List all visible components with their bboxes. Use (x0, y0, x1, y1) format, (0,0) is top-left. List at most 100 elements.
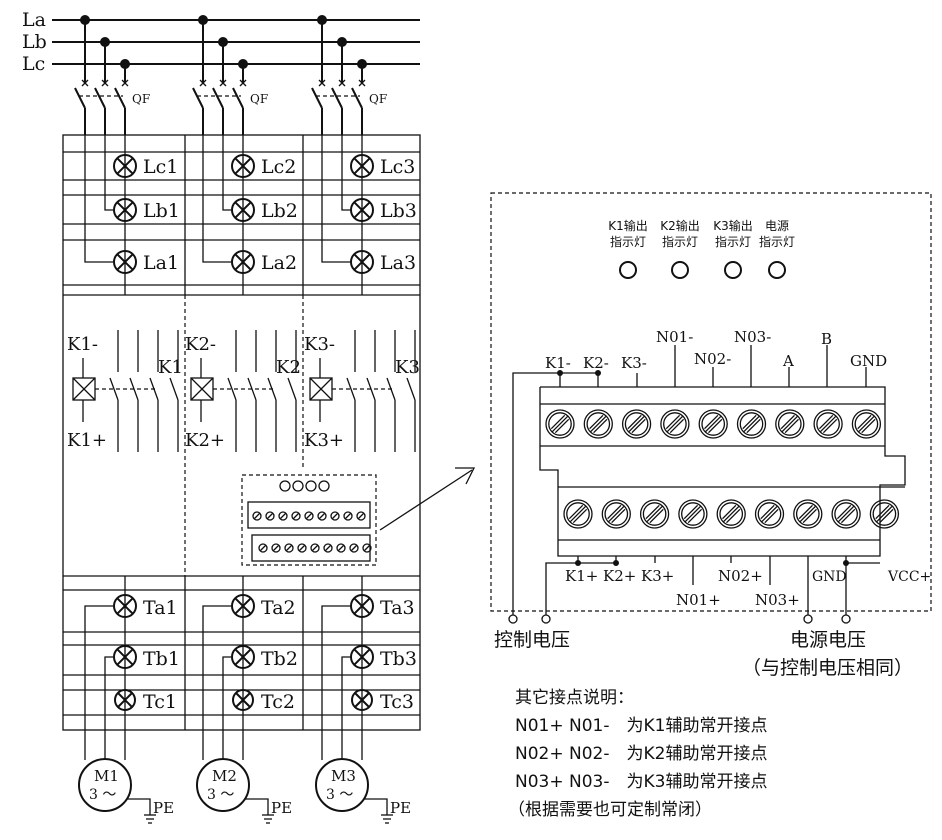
led-icon (768, 261, 786, 279)
terminal-screw (563, 499, 593, 529)
lamp-label-lc: Lc1 (143, 156, 178, 178)
motor-phase-label: 3 ～ (89, 787, 116, 803)
lamp-icon (350, 250, 374, 274)
notes-title: 其它接点说明： (515, 688, 634, 708)
notes-line: N01+ N01- 为K1辅助常开接点 (515, 716, 767, 736)
lamp-icon (350, 594, 374, 618)
term-k2-plus: K2+ (603, 567, 636, 585)
contactor-label: K1 (158, 357, 183, 378)
lamp-icon (114, 689, 136, 711)
term-no3-plus: N03+ (755, 591, 800, 609)
lamp-label-tc: Tc2 (261, 691, 295, 713)
lamp-icon (231, 645, 255, 669)
motor-icon (196, 758, 250, 812)
cabinet-frame (62, 134, 421, 731)
term-k1-plus: K1+ (565, 567, 598, 585)
pe-label: PE (153, 799, 174, 817)
term-b: B (821, 330, 832, 348)
indicator-label: K3输出 (713, 218, 753, 233)
lamp-label-ta: Ta1 (143, 597, 178, 619)
term-gnd-top: GND (850, 352, 887, 370)
zoom-arrow (379, 467, 476, 531)
module-thumbnail (241, 474, 377, 566)
terminal-screw (716, 499, 746, 529)
lamp-label-tb: Tb1 (143, 648, 180, 670)
lamp-label-lb: Lb2 (261, 200, 298, 222)
lamp-label-tc: Tc1 (143, 691, 177, 713)
lamp-icon (113, 154, 137, 178)
terminal-screw (851, 409, 882, 439)
lamp-icon (113, 645, 137, 669)
term-a: A (782, 352, 794, 370)
lamp-label-la: La2 (261, 252, 297, 274)
indicator-label: 电源 (765, 219, 789, 233)
lamp-icon (231, 594, 255, 618)
coil-minus-label: K3- (304, 334, 335, 355)
term-no1-minus: N01- (656, 328, 693, 346)
terminal-screw (698, 409, 728, 439)
lamp-label-ta: Ta2 (261, 597, 296, 619)
terminal-screw (545, 409, 575, 439)
motor-phase-label: 3 ～ (207, 787, 234, 803)
indicator-label: K2输出 (660, 218, 700, 233)
control-voltage-label: 控制电压 (494, 629, 570, 651)
terminal-screw (736, 409, 767, 439)
terminal-screw (831, 499, 861, 529)
motor-label: M1 (94, 767, 119, 785)
led-icon (671, 261, 689, 279)
lamp-icon (113, 594, 137, 618)
indicator-label: 指示灯 (759, 234, 795, 249)
coil-minus-label: K2- (185, 334, 216, 355)
contactor-label: K3 (395, 357, 420, 378)
lamp-label-lc: Lc3 (380, 156, 415, 178)
term-no2-plus: N02+ (718, 567, 763, 585)
terminal-screw (621, 409, 652, 439)
notes: 其它接点说明： N01+ N01- 为K1辅助常开接点 N02+ N02- 为K… (508, 688, 767, 820)
bus-label-lb: Lb (22, 31, 47, 53)
term-vcc: VCC+ (887, 569, 931, 585)
coil-plus-label: K2+ (185, 430, 225, 451)
term-no3-minus: N03- (734, 328, 771, 346)
bus-label-lc: Lc (22, 53, 45, 75)
lamp-icon (231, 198, 255, 222)
bus-label-la: La (22, 9, 46, 31)
terminal-screw (754, 499, 785, 529)
motor-phase-label: 3 ～ (326, 787, 353, 803)
motor-label: M3 (331, 767, 356, 785)
pe-label: PE (390, 799, 411, 817)
indicator-label: 指示灯 (610, 234, 646, 249)
term-k3-plus: K3+ (641, 567, 674, 585)
term-gnd-bottom: GND (812, 569, 847, 585)
lamp-icon (113, 198, 137, 222)
term-k2-minus: K2- (583, 354, 609, 372)
led-icon (619, 261, 637, 279)
indicator-label: K1输出 (608, 218, 648, 233)
terminal-screw (601, 499, 631, 529)
coil-minus-label: K1- (67, 334, 98, 355)
breaker-label: QF (369, 92, 387, 106)
motor-label: M2 (212, 767, 237, 785)
lamp-label-tc: Tc3 (380, 691, 414, 713)
terminal-screw (869, 499, 900, 529)
terminal-screw (813, 409, 843, 439)
pe-label: PE (271, 799, 292, 817)
indicator-label: 指示灯 (662, 234, 698, 249)
terminal-screw (639, 499, 670, 529)
lamp-label-lc: Lc2 (261, 156, 296, 178)
lamp-label-lb: Lb1 (143, 200, 180, 222)
bus-bars: La Lb Lc (22, 9, 420, 75)
term-k3-minus: K3- (621, 354, 647, 372)
terminal-screw (775, 409, 805, 439)
lamp-icon (350, 645, 374, 669)
contactor-label: K2 (276, 357, 301, 378)
terminal-screw (660, 409, 690, 439)
